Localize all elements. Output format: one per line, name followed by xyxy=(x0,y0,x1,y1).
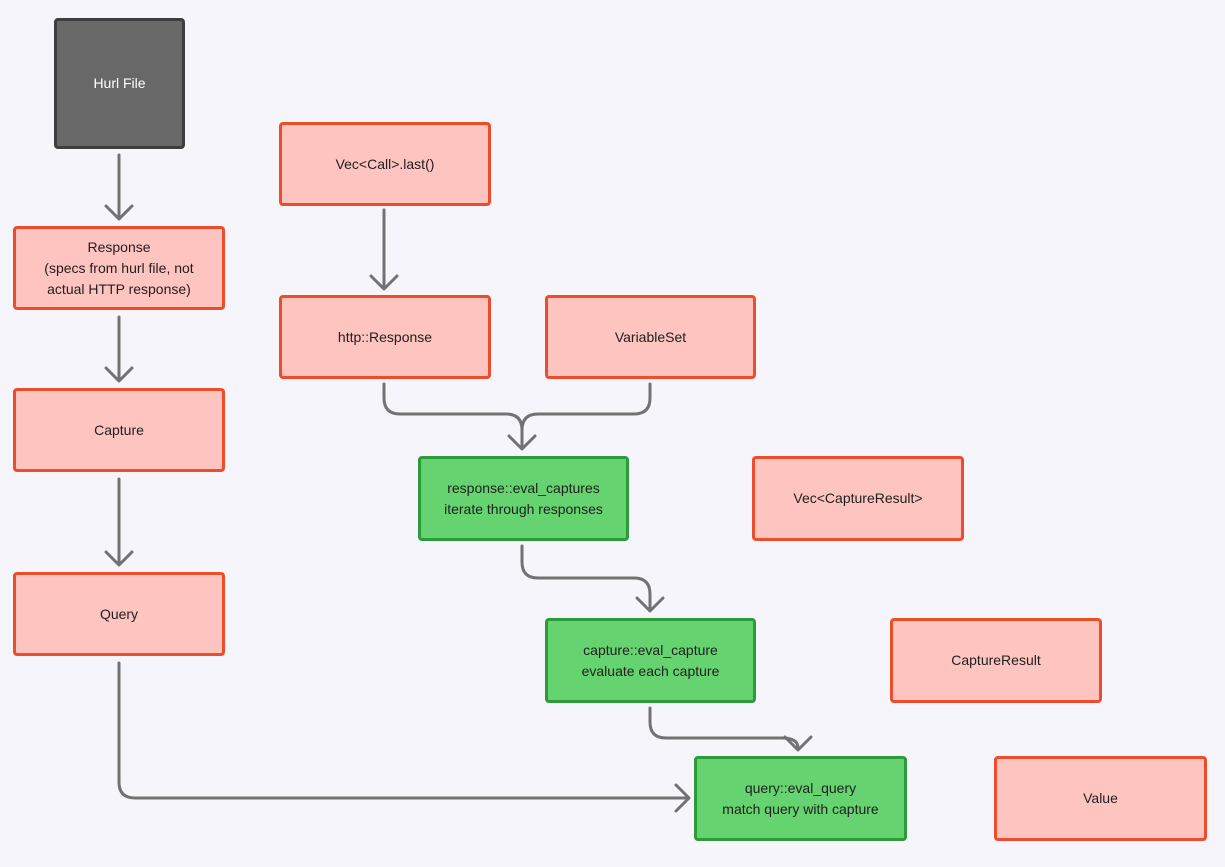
vec-capture-result-label: Vec<CaptureResult> xyxy=(793,490,923,506)
response-spec-node[interactable]: Response (specs from hurl file, not actu… xyxy=(13,226,225,310)
response-spec-text: Response (specs from hurl file, not actu… xyxy=(44,237,193,300)
http-response-node[interactable]: http::Response xyxy=(279,295,491,379)
arrowhead-response xyxy=(104,204,134,221)
value-node[interactable]: Value xyxy=(994,756,1207,841)
eval-query-line-1: query::eval_query xyxy=(744,779,857,796)
response-spec-line-1: Response xyxy=(87,238,151,255)
eval-capture-line-1: capture::eval_capture xyxy=(583,641,718,658)
eval-capture-text: capture::eval_capture evaluate each capt… xyxy=(582,640,720,682)
arrowhead-capture xyxy=(104,366,134,383)
capture-result-node[interactable]: CaptureResult xyxy=(890,618,1102,703)
vec-call-last-label: Vec<Call>.last() xyxy=(335,155,435,172)
arrowhead-eval-captures xyxy=(507,434,537,451)
eval-capture-line-2: evaluate each capture xyxy=(581,662,720,679)
variable-set-label: VariableSet xyxy=(614,328,687,345)
query-node[interactable]: Query xyxy=(13,572,225,656)
arrowhead-http-response xyxy=(369,274,399,291)
variable-set-node[interactable]: VariableSet xyxy=(545,295,756,379)
value-label: Value xyxy=(1083,790,1118,806)
eval-query-text: query::eval_query match query with captu… xyxy=(722,778,878,820)
eval-captures-node[interactable]: response::eval_captures iterate through … xyxy=(418,456,629,541)
eval-query-node[interactable]: query::eval_query match query with captu… xyxy=(694,756,907,841)
arrowhead-eval-query-left xyxy=(674,783,691,813)
capture-result-label: CaptureResult xyxy=(951,652,1041,668)
connector-eval-captures-to-eval-capture xyxy=(520,544,652,612)
eval-captures-line-1: response::eval_captures xyxy=(447,479,600,496)
response-spec-line-3: actual HTTP response) xyxy=(47,280,191,297)
eval-captures-line-2: iterate through responses xyxy=(444,500,603,517)
http-response-label: http::Response xyxy=(337,328,433,345)
connector-variable-set-to-eval-captures xyxy=(520,382,652,432)
eval-capture-node[interactable]: capture::eval_capture evaluate each capt… xyxy=(545,618,756,703)
vec-call-last-node[interactable]: Vec<Call>.last() xyxy=(279,122,491,206)
arrowhead-eval-capture xyxy=(635,596,665,613)
vec-capture-result-node[interactable]: Vec<CaptureResult> xyxy=(752,456,964,541)
query-label: Query xyxy=(99,605,139,622)
eval-query-line-2: match query with capture xyxy=(722,800,879,817)
capture-node[interactable]: Capture xyxy=(13,388,225,472)
response-spec-line-2: (specs from hurl file, not xyxy=(44,259,194,276)
capture-label: Capture xyxy=(94,421,144,438)
connector-eval-capture-to-eval-query xyxy=(648,706,800,750)
eval-captures-text: response::eval_captures iterate through … xyxy=(444,478,603,520)
arrowhead-query xyxy=(104,550,134,567)
connector-http-response-to-eval-captures xyxy=(382,382,524,450)
arrowhead-eval-query-top xyxy=(783,735,813,752)
hurl-file-node[interactable]: Hurl File xyxy=(54,18,185,149)
hurl-file-label: Hurl File xyxy=(93,75,146,91)
